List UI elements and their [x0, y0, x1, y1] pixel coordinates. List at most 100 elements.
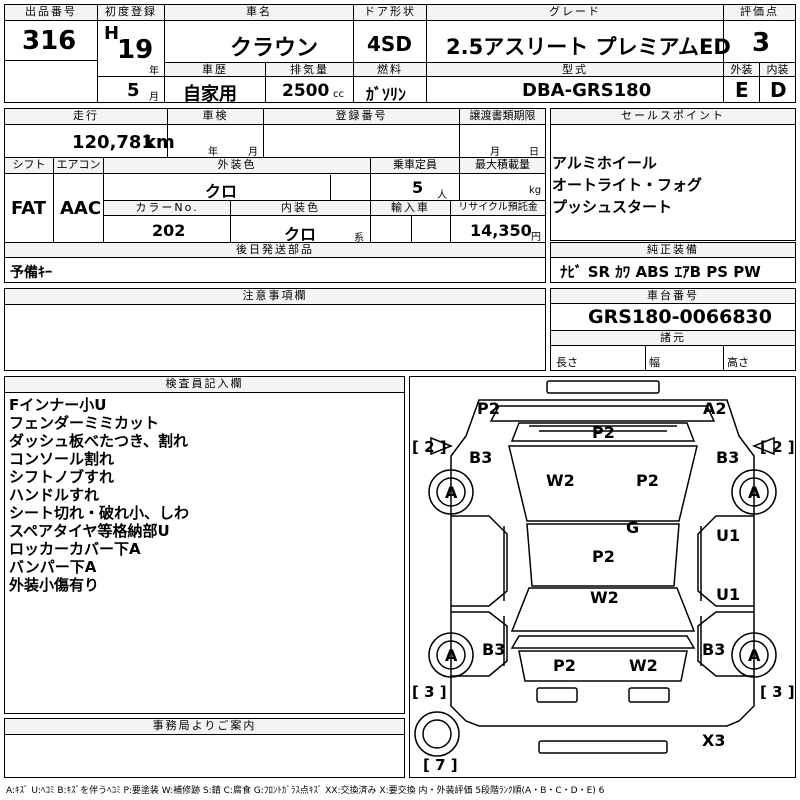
mileage-label: 走行 — [5, 109, 167, 125]
interior-grade: D — [770, 78, 787, 102]
transfer-day-unit: 日 — [529, 147, 539, 158]
grade: 2.5アスリート プレミアムED — [446, 35, 731, 59]
mark-b3-rr: B3 — [702, 640, 726, 659]
mark-b3-rl: B3 — [482, 640, 506, 659]
later-parts-label: 後日発送部品 — [5, 243, 545, 258]
tire-rr-label: [ 3 ] — [760, 683, 795, 701]
score-label: 評価点 — [724, 5, 795, 21]
door-type: 4SD — [367, 32, 412, 56]
recycle-fee: 14,350 — [470, 221, 532, 240]
int-color-label: 内装色 — [231, 201, 370, 216]
reg-no-label: 登録番号 — [264, 109, 459, 125]
model-label: 型式 — [427, 63, 723, 77]
inspector-line: シート切れ・破れ小、しわ — [9, 504, 190, 522]
damage-diagram — [409, 376, 796, 778]
inspector-line: コンソール割れ — [9, 450, 115, 468]
door-label: ドア形状 — [354, 5, 426, 21]
inspector-line: ロッカーカバー下A — [9, 540, 141, 558]
mark-a-tire-rl: A — [445, 646, 458, 665]
displacement-unit: cc — [333, 89, 344, 100]
ext-color: クロ — [205, 182, 238, 201]
reg-year: 19 — [117, 35, 154, 65]
mark-u1-right-rear-door: U1 — [716, 585, 741, 604]
mark-u1-right-front-door: U1 — [716, 526, 741, 545]
mark-a-tire-fl: A — [445, 483, 458, 502]
first-reg-label: 初度登録 — [98, 5, 164, 21]
lot-number: 316 — [22, 26, 77, 56]
mark-p2-front-left: P2 — [477, 399, 500, 418]
office-label: 事務局よりご案内 — [5, 719, 404, 735]
height-label: 高さ — [727, 356, 749, 369]
score: 3 — [752, 28, 771, 58]
model: DBA-GRS180 — [522, 80, 652, 101]
air-conditioner: AAC — [60, 198, 102, 219]
inspector-block — [4, 376, 405, 714]
color-no-label: カラーNo. — [104, 201, 230, 216]
sales-point: アルミホイール — [552, 154, 657, 172]
car-name: クラウン — [230, 36, 319, 61]
transfer-month-unit: 月 — [490, 147, 500, 158]
mark-a-tire-rr: A — [748, 646, 761, 665]
tire-fr-label: [ 2 ] — [760, 438, 795, 456]
mark-b3-fl: B3 — [469, 448, 493, 467]
int-color-unit: 系 — [354, 233, 364, 244]
chassis-block — [550, 288, 796, 371]
sales-points-label: セールスポイント — [551, 109, 795, 125]
mark-w2-rear-window: W2 — [629, 656, 658, 675]
capacity: 5 — [412, 178, 424, 197]
mark-b3-fr: B3 — [716, 448, 740, 467]
tire-rl-label: [ 3 ] — [412, 683, 447, 701]
insp-month-unit: 月 — [248, 147, 258, 158]
legend: A:ｷｽﾞ U:ﾍｺﾐ B:ｷｽﾞを伴うﾍｺﾐ P:要塗装 W:補修跡 S:錆 … — [6, 786, 605, 796]
mark-p2-roof-front: P2 — [636, 471, 659, 490]
inspector-line: 外装小傷有り — [9, 576, 100, 594]
car-diagram-svg — [414, 380, 777, 757]
era: H — [104, 23, 120, 44]
displacement-label: 排気量 — [266, 63, 353, 77]
ac-label: エアコン — [54, 158, 103, 174]
insp-year-unit: 年 — [208, 147, 218, 158]
spec-label: 諸元 — [551, 331, 795, 346]
inspector-line: スペアタイヤ等格納部U — [9, 522, 170, 540]
int-color: クロ — [284, 225, 317, 244]
mark-x3-rear: X3 — [702, 731, 726, 750]
sales-points-block — [550, 108, 796, 241]
import-label: 輸入車 — [371, 201, 450, 216]
recycle-unit: 円 — [531, 232, 541, 243]
inspection-label: 車検 — [168, 109, 263, 125]
history-label: 車歴 — [165, 63, 265, 77]
inspector-label: 検査員記入欄 — [5, 377, 404, 393]
inspector-line: シフトノブすれ — [9, 468, 115, 486]
month-unit: 月 — [149, 92, 159, 103]
reg-month: 5 — [127, 80, 140, 101]
equipment-label: 純正装備 — [551, 243, 795, 258]
mark-p2-trunk: P2 — [553, 656, 576, 675]
equipment-block — [550, 242, 796, 283]
inspector-line: ダッシュ板べたつき、割れ — [9, 432, 188, 450]
mark-w2-windshield: W2 — [546, 471, 575, 490]
sales-point: オートライト・フォグ — [552, 176, 703, 194]
inspector-line: バンパー下A — [9, 558, 97, 576]
tire-fl-label: [ 2 ] — [412, 438, 447, 456]
caution-label: 注意事項欄 — [5, 289, 545, 305]
spare-tire-label: [ 7 ] — [423, 756, 458, 774]
transfer-doc-label: 譲渡書類期限 — [460, 109, 545, 125]
office-block — [4, 718, 405, 778]
chassis-number: GRS180-0066830 — [588, 306, 772, 328]
equipment: ﾅﾋﾞ SR ｶﾜ ABS ｴｱB PS PW — [560, 263, 761, 281]
chassis-label: 車台番号 — [551, 289, 795, 304]
mark-a2-front-right: A2 — [703, 399, 727, 418]
inspector-line: ハンドルすれ — [9, 486, 100, 504]
inspector-line: フェンダーミミカット — [9, 414, 160, 432]
capacity-unit: 人 — [437, 190, 447, 201]
later-parts: 予備ｷｰ — [10, 265, 52, 281]
fuel-label: 燃料 — [354, 63, 426, 77]
sales-point: プッシュスタート — [552, 198, 673, 216]
max-load-unit: kg — [529, 185, 542, 196]
top-info-block — [4, 4, 796, 103]
max-load-label: 最大積載量 — [460, 158, 545, 174]
inspector-line: Fインナー小U — [9, 396, 107, 414]
mileage-unit: km — [144, 132, 175, 153]
shift: FAT — [11, 198, 47, 219]
shift-label: シフト — [5, 158, 53, 174]
